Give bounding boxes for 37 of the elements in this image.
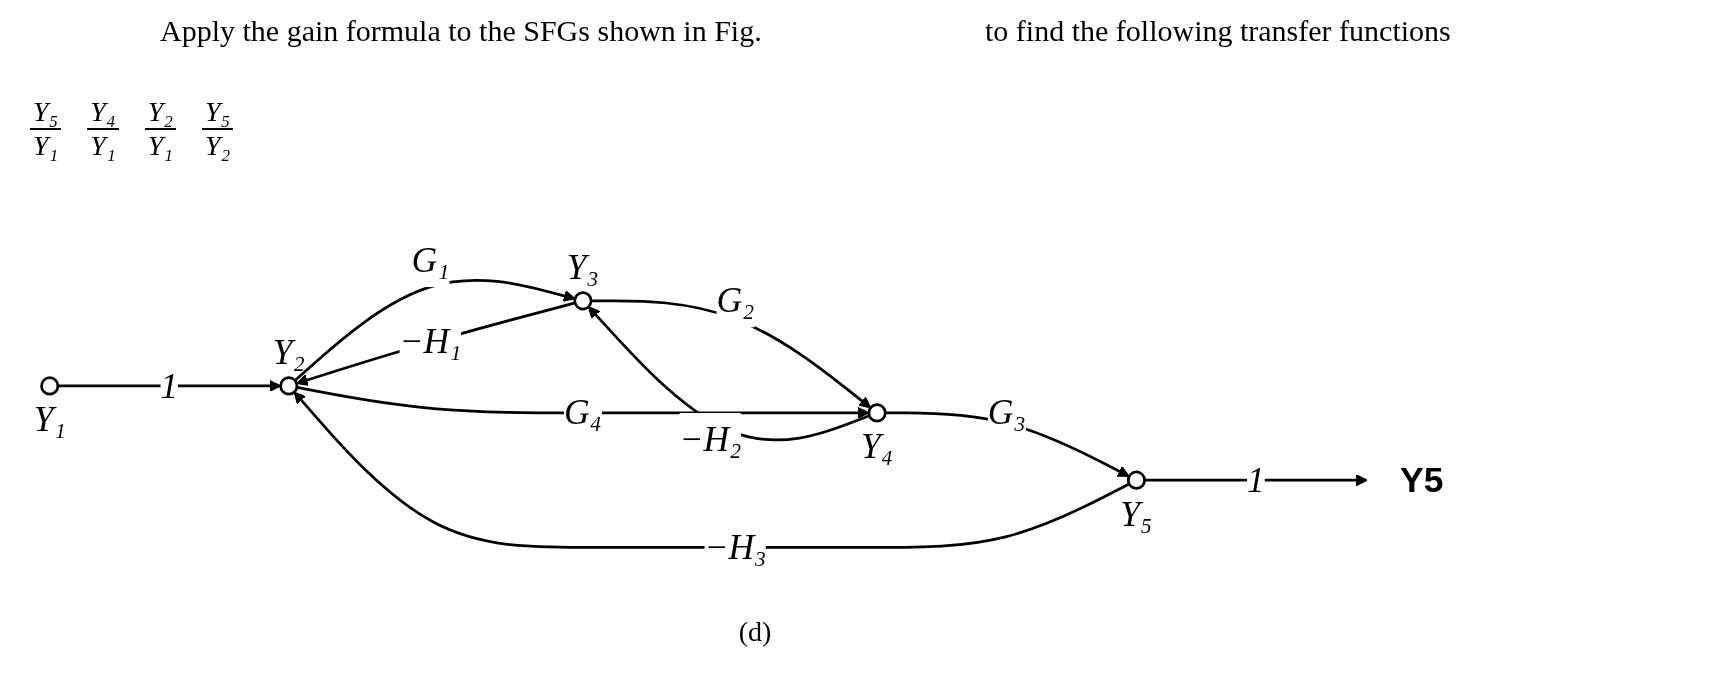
problem-text: to find the following transfer functions [985,14,1451,48]
edge-label: 1 [160,366,179,406]
arrow [296,301,576,386]
problem-text: Apply the gain formula to the SFGs shown in Fig. [160,14,762,48]
figure-caption: (d) [738,616,772,648]
node-circle [867,403,887,423]
fraction-numerator: Y₂ [144,96,176,131]
edge-label: 1 [1247,460,1265,500]
edge-label: G₂ [716,281,755,321]
node-text: Y5 [1400,458,1444,500]
fraction-denominator: Y₁ [146,130,174,163]
node-label: Y₅ [1120,493,1153,534]
node-circle [1126,470,1146,490]
edge-label: G₃ [987,393,1026,433]
arrow [296,386,870,419]
fraction-denominator: Y₂ [203,130,232,163]
edge-label: −H₂ [679,419,742,460]
edge-label: −H₃ [704,527,767,568]
node-circle [573,291,593,311]
node-circle [40,376,60,396]
node-circle [279,376,299,396]
edge-label: G₁ [411,240,450,281]
edge-label: −H₁ [399,321,462,361]
fraction-numerator: Y₅ [30,96,62,131]
fraction-denominator: Y₁ [32,130,60,163]
edge-label: G₄ [563,393,602,433]
node-label: Y₂ [272,332,305,373]
arrow [591,299,872,409]
fraction-denominator: Y₁ [89,130,117,163]
arrow [294,279,576,382]
node-label: Y₁ [33,399,66,440]
arrow [1144,474,1368,487]
fraction-numerator: Y₅ [201,96,234,131]
arrow [57,379,282,392]
node-label: Y₄ [861,426,894,467]
fraction-numerator: Y₄ [87,96,119,131]
node-label: Y₃ [566,247,599,288]
